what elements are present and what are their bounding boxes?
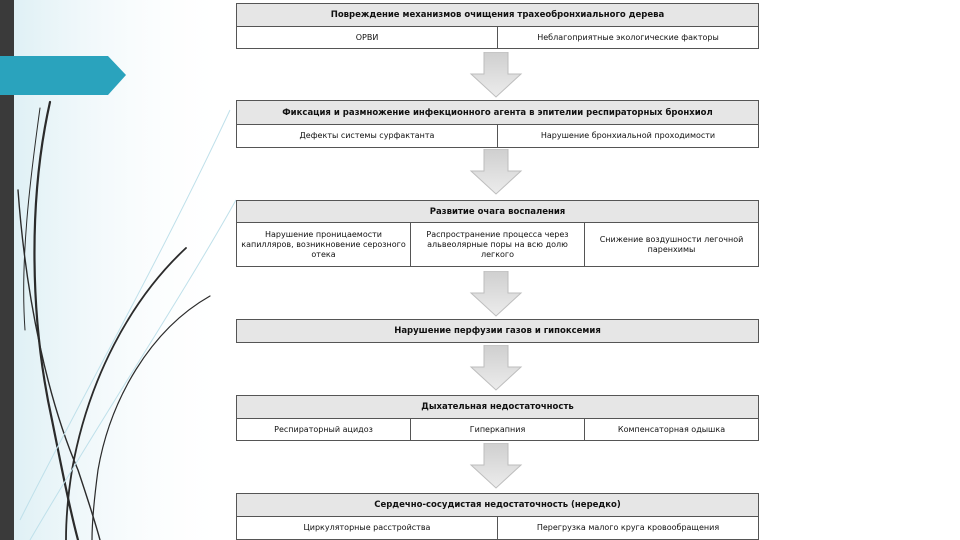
block-5-cell-2: Гиперкапния [410,419,584,440]
block-2-cell-1: Дефекты системы сурфактанта [299,131,435,140]
block-2: Фиксация и размножение инфекционного аге… [236,100,759,148]
block-5-cell-1: Респираторный ацидоз [274,424,373,434]
block-2-cell-2: Нарушение бронхиальной проходимости [497,125,758,147]
light-accent-curves [19,109,237,540]
down-arrow-2 [469,149,523,195]
block-1-cell-2: Неблагоприятные экологические факторы [497,27,758,48]
block-5-cell-3: Компенсаторная одышка [584,419,758,440]
accent-arrow-tab [0,56,126,95]
block-4: Нарушение перфузии газов и гипоксемия [236,319,759,343]
block-4-title: Нарушение перфузии газов и гипоксемия [237,320,758,342]
left-dark-bar [0,0,14,540]
block-3-title: Развитие очага воспаления [237,201,758,223]
block-1: Повреждение механизмов очищения трахеобр… [236,3,759,49]
block-3-cell-3: Снижение воздушности легочной паренхимы [584,223,758,266]
block-5-title: Дыхательная недостаточность [237,396,758,419]
down-arrow-4 [469,345,523,391]
block-3: Развитие очага воспаления Нарушение прон… [236,200,759,267]
down-arrow-3 [469,271,523,317]
decorative-curves [17,100,211,540]
block-3-cell-1: Нарушение проницаемости капилляров, возн… [241,229,406,259]
block-6: Сердечно-сосудистая недостаточность (нер… [236,493,759,540]
block-6-cell-2: Перегрузка малого круга кровообращения [497,517,758,539]
down-arrow-1 [469,52,523,98]
block-6-cell-1: Циркуляторные расстройства [303,523,431,532]
block-2-title: Фиксация и размножение инфекционного аге… [237,101,758,125]
down-arrow-5 [469,443,523,489]
block-1-title: Повреждение механизмов очищения трахеобр… [237,4,758,27]
block-1-cell-1: ОРВИ [355,32,379,42]
block-5: Дыхательная недостаточность Респираторны… [236,395,759,441]
block-6-title: Сердечно-сосудистая недостаточность (нер… [237,494,758,517]
flow-diagram: Повреждение механизмов очищения трахеобр… [236,3,759,540]
block-3-cell-2: Распространение процесса через альвеоляр… [410,223,584,266]
